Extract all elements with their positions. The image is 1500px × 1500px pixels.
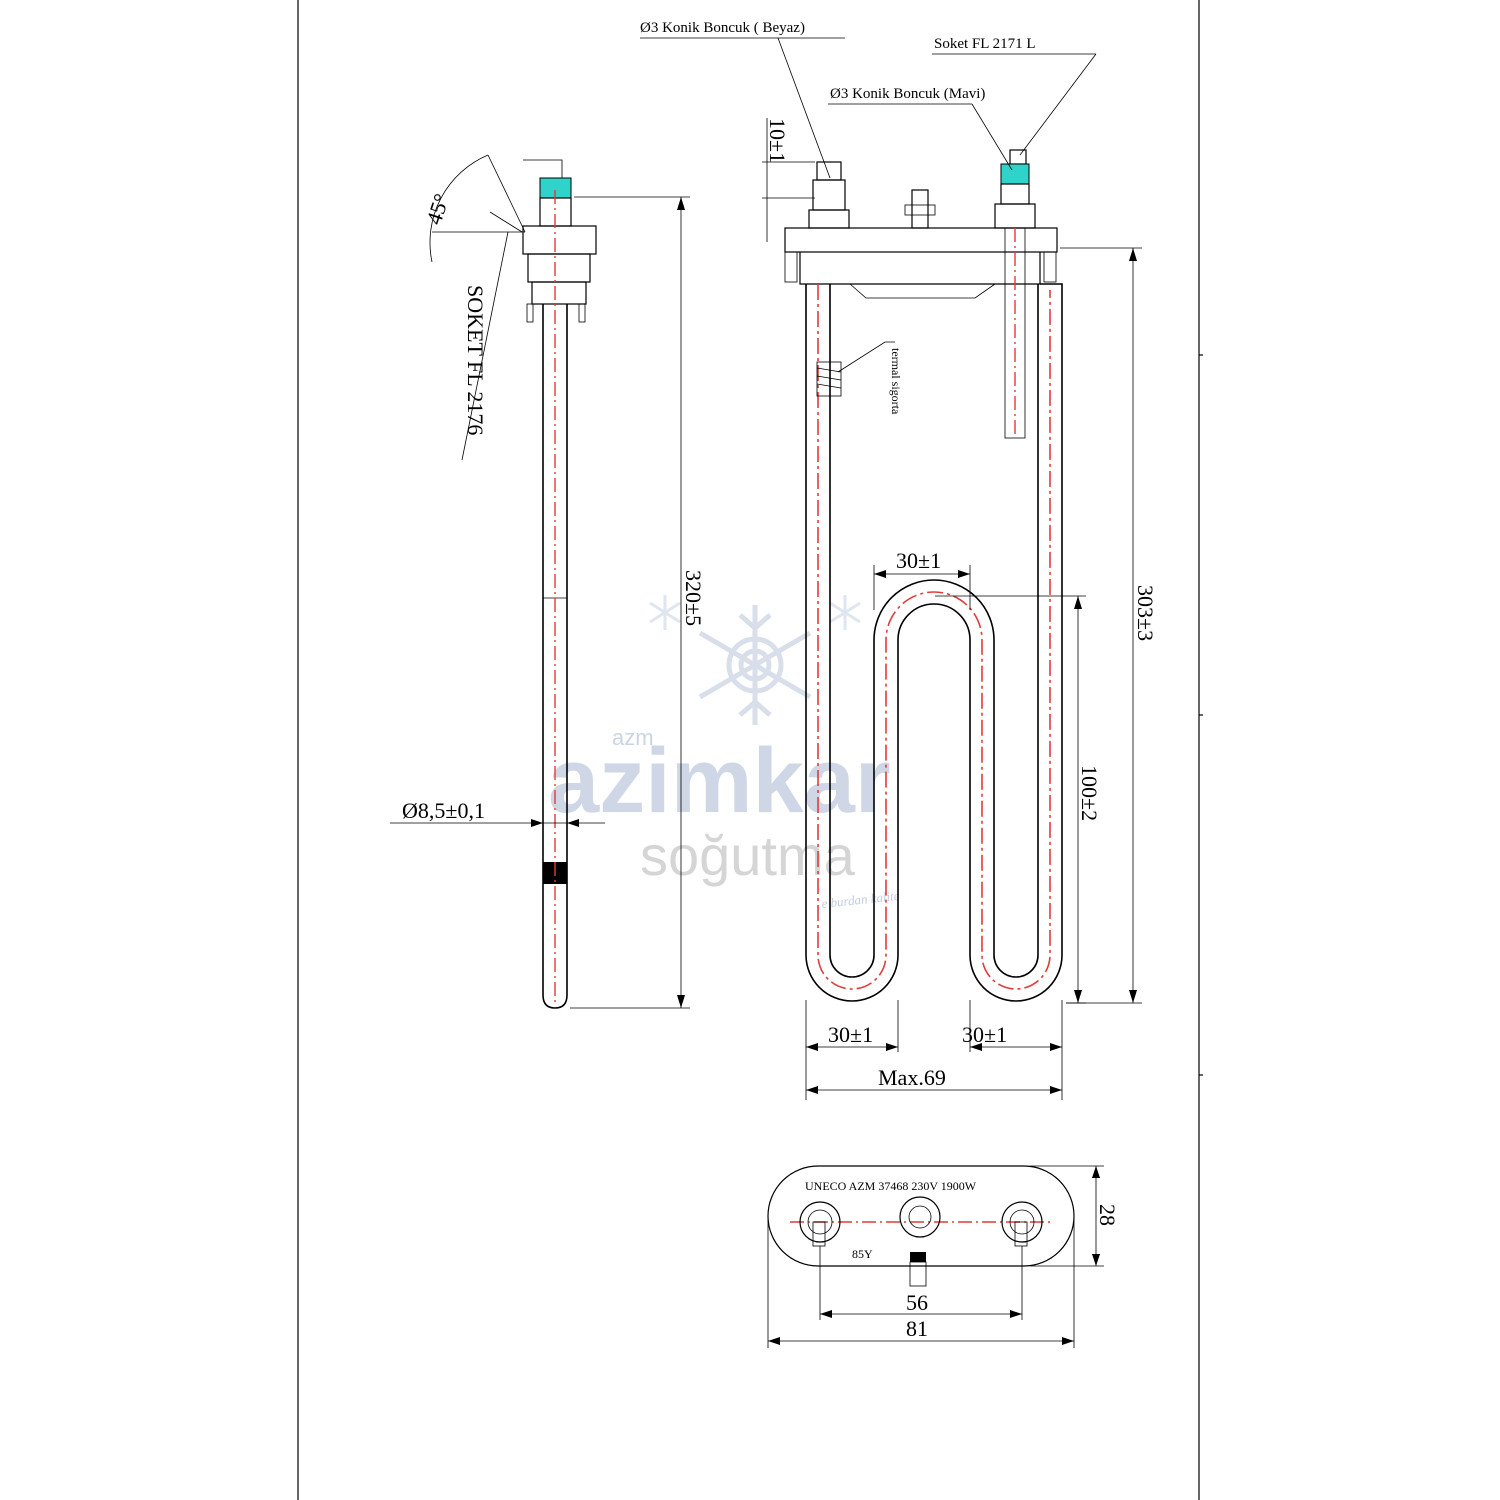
dim-10: 10±1 (765, 118, 790, 163)
dim-320: 320±5 (681, 570, 706, 626)
dim-56: 56 (906, 1290, 928, 1315)
dim-30-right: 30±1 (962, 1022, 1007, 1047)
label-socket-2171: Soket FL 2171 L (934, 36, 1036, 52)
watermark-small: azm (612, 725, 654, 750)
front-view: termal sigorta Ø3 Konik Boncuk ( Beyaz) … (640, 20, 1158, 1100)
top-view: UNECO AZM 37468 230V 1900W 85Y 28 56 81 (767, 1165, 1120, 1348)
watermark-sub: soğutma (640, 824, 856, 887)
dim-303: 303±3 (1133, 585, 1158, 641)
watermark-tagline: e burdan kalite (821, 888, 901, 911)
dim-max-69: Max.69 (878, 1065, 946, 1090)
dim-angle: 45° (421, 191, 454, 228)
coil-spring: termal sigorta (816, 341, 903, 415)
dim-diameter: Ø8,5±0,1 (402, 798, 485, 823)
label-bead-blue: Ø3 Konik Boncuk (Mavi) (830, 86, 985, 102)
plate-small-text: 85Y (852, 1247, 873, 1261)
terminal-left (799, 1201, 841, 1243)
heating-element-inner (829, 284, 1039, 978)
watermark: azm azimkar soğutma e burdan kalite (548, 595, 900, 911)
head-plate (784, 227, 1058, 253)
terminal-center (899, 1196, 941, 1238)
flange-plate (767, 1165, 1075, 1267)
watermark-brand: azimkar (548, 730, 891, 832)
dim-30-left: 30±1 (828, 1022, 873, 1047)
dim-100: 100±2 (1077, 765, 1102, 821)
flange (522, 225, 597, 255)
label-coil-note: termal sigorta (889, 348, 903, 415)
dim-81: 81 (906, 1316, 928, 1341)
label-bead-white: Ø3 Konik Boncuk ( Beyaz) (640, 20, 805, 36)
dim-28: 28 (1095, 1204, 1120, 1226)
side-view: 320±5 Ø8,5±0,1 45° SOKET FL 2176 (390, 154, 706, 1009)
label-socket-2176: SOKET FL 2176 (463, 285, 488, 435)
centerline-element (817, 284, 1051, 990)
bead-blue (1000, 163, 1030, 185)
terminal-right (1001, 1201, 1043, 1243)
heating-element-outer (805, 283, 1063, 1002)
snowflake-icon (698, 605, 812, 725)
tube-side (542, 304, 568, 1009)
plate-text: UNECO AZM 37468 230V 1900W (805, 1179, 977, 1193)
dim-30-top: 30±1 (896, 548, 941, 573)
